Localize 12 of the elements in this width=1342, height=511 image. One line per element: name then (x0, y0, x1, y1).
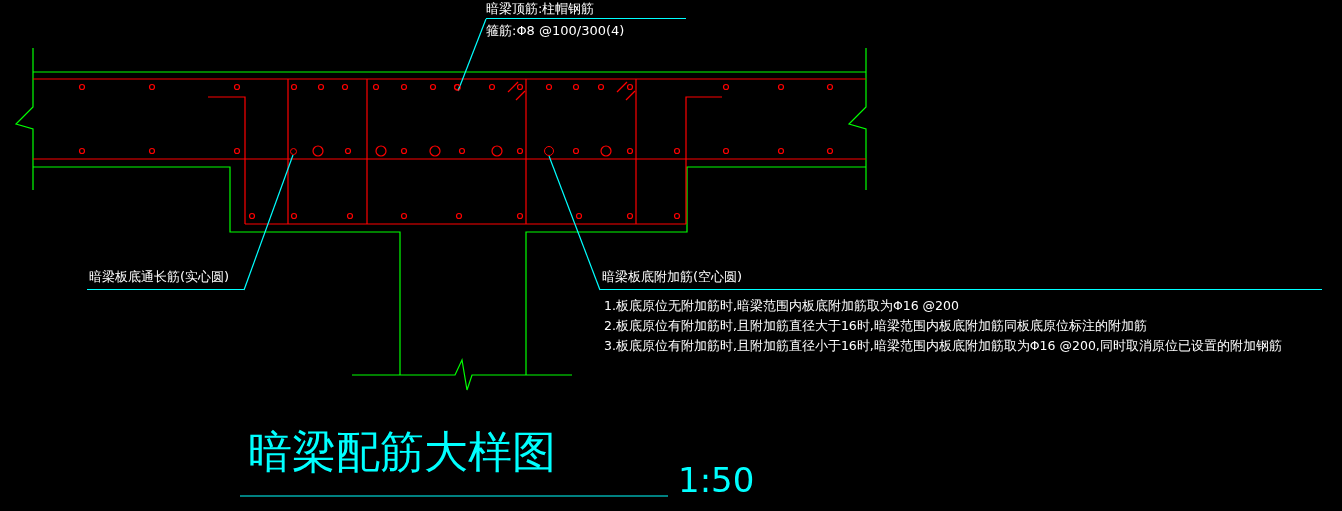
leader-line (457, 18, 487, 92)
callout-text: 暗梁板底通长筋(实心圆) (87, 266, 244, 290)
scale-text: 1:50 (678, 460, 755, 500)
callout-text: 箍筋:Φ8 @100/300(4) (486, 22, 626, 40)
leader-line (243, 154, 294, 291)
callout-text: 暗梁板底附加筋(空心圆) (600, 266, 1322, 290)
drawing-title: 暗梁配筋大样图 (248, 425, 556, 479)
note-text: 2.板底原位有附加筋时,且附加筋直径大于16时,暗梁范围内板底附加筋同板底原位标注的附加筋 (604, 317, 1148, 335)
leader-line (548, 155, 601, 291)
note-text: 1.板底原位无附加筋时,暗梁范围内板底附加筋取为Φ16 @200 (604, 297, 960, 315)
note-text: 3.板底原位有附加筋时,且附加筋直径小于16时,暗梁范围内板底附加筋取为Φ16 @200,同时取消原位已设置的附加钢筋 (604, 337, 1282, 355)
callout-text: 暗梁顶筋:柱帽钢筋 (486, 0, 686, 19)
